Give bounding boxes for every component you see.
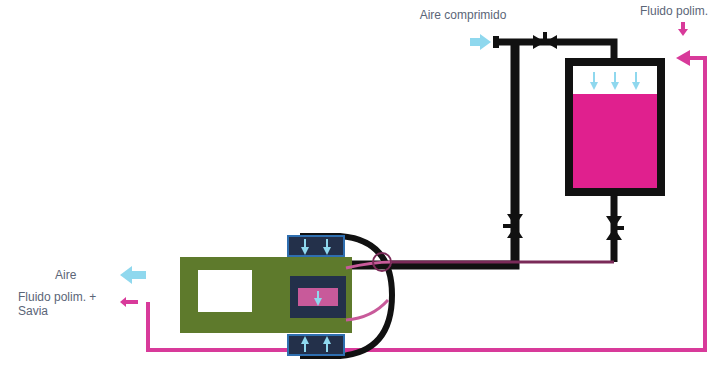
air-out-arrow xyxy=(120,266,132,284)
air-outlet-label: Aire xyxy=(55,268,115,282)
air-pipe xyxy=(335,42,515,265)
return-line xyxy=(148,58,705,350)
fluid-line xyxy=(390,261,614,264)
air-out-arrow xyxy=(132,271,146,279)
valve xyxy=(503,214,523,238)
fluid-inlet-label: Fluido polim. xyxy=(618,4,708,18)
pad xyxy=(288,335,344,355)
air-in-arrow xyxy=(470,38,480,46)
device-body xyxy=(180,257,352,333)
fluid-out-arrow xyxy=(126,300,138,304)
tank xyxy=(569,62,661,192)
inlet-arrow xyxy=(678,29,688,36)
return-arrow xyxy=(676,50,690,66)
polymer-fluid xyxy=(573,94,657,188)
piston xyxy=(290,276,346,318)
air-in-arrow xyxy=(480,34,491,50)
piston-core xyxy=(298,288,338,306)
valve xyxy=(606,216,624,240)
inlet-arrow xyxy=(681,22,685,29)
fluid-out-arrow xyxy=(120,297,126,307)
fluid-outlet-label: Fluido polim. + Savia xyxy=(18,290,108,318)
air-inlet-label: Aire comprimido xyxy=(418,8,508,22)
pad xyxy=(288,236,344,256)
ring xyxy=(373,253,391,271)
valve xyxy=(533,32,557,49)
device-window xyxy=(198,270,252,312)
